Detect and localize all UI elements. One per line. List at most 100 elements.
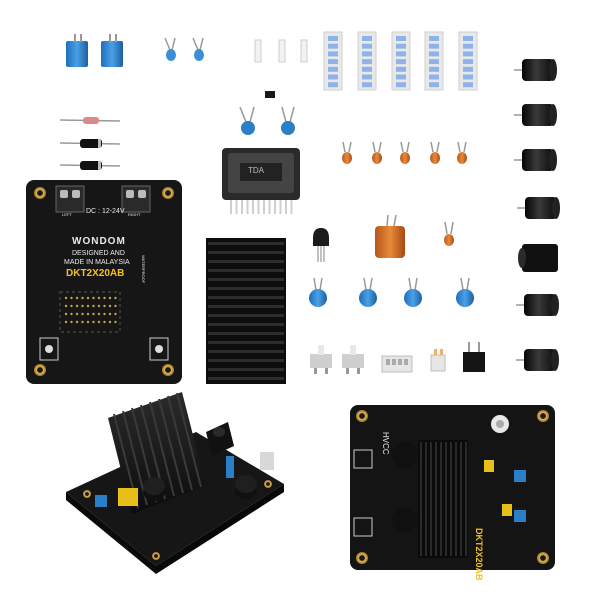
orange-ceramic-capacitor-4 <box>430 141 440 164</box>
pcb-pad <box>108 320 112 324</box>
orange-ceramic-capacitor-5 <box>457 141 467 164</box>
clear-led-3 <box>300 39 308 63</box>
heatsink-fin <box>149 401 175 497</box>
heatsink-fin <box>450 442 452 556</box>
heatsink-fin <box>176 392 202 488</box>
box-capacitor-1 <box>66 34 88 67</box>
amplifier-ic <box>222 148 300 214</box>
ic-pin <box>290 200 293 214</box>
electrolytic-capacitor-3 <box>514 149 557 171</box>
black-jumper-block <box>463 342 485 372</box>
heatsink-fin <box>208 341 284 344</box>
pcb-pad <box>70 320 73 324</box>
resistor-strip-group <box>323 31 478 91</box>
heatsink-fin <box>208 368 284 371</box>
heatsink-fin <box>208 296 284 299</box>
tact-switch-2 <box>342 345 364 374</box>
resistor-strip-2 <box>357 31 377 91</box>
pcb-pad <box>108 296 112 300</box>
pcb-pad <box>114 304 117 308</box>
resistor-strip-3 <box>391 31 411 91</box>
pcb-pad <box>81 296 84 300</box>
heatsink-fin <box>465 442 467 556</box>
audio-jack <box>518 244 558 272</box>
heatsink-fin <box>167 395 193 491</box>
silk-made-in: MADE IN MALAYSIA <box>64 259 130 266</box>
silk-model-back: DKT2X20AB <box>474 528 484 581</box>
silk-designed-and: DESIGNED AND <box>72 250 125 257</box>
pcb-pad <box>86 312 90 316</box>
electrolytic-capacitor-1 <box>514 59 557 81</box>
silk-left: LEFT <box>62 212 72 217</box>
disc-capacitor-pair <box>239 106 295 135</box>
electrolytic-capacitor-4 <box>517 197 560 219</box>
pcb-pad <box>92 304 95 308</box>
white-header-connector-5pin <box>381 355 413 373</box>
heatsink-fin <box>208 323 284 326</box>
pcb-pad <box>75 312 79 316</box>
brand-logo-text: WONDOM <box>72 236 126 247</box>
pcb-pad <box>97 296 101 300</box>
pcb-pad <box>108 304 112 308</box>
ic-marking: TDA <box>248 166 264 175</box>
pcb-pad <box>103 312 106 316</box>
pcb-pad <box>75 320 79 324</box>
electrolytic-capacitor-column <box>514 59 560 371</box>
pcb-pad <box>97 312 101 316</box>
ic-pin <box>246 200 249 214</box>
silk-right: RIGHT <box>128 212 141 217</box>
heatsink-fin <box>430 442 432 556</box>
orange-ceramic-capacitor-2 <box>372 141 382 164</box>
resistor-strip-5 <box>458 31 478 91</box>
heatsink-fin <box>208 278 284 281</box>
small-orange-capacitor <box>444 221 454 246</box>
pcb-pad <box>114 312 117 316</box>
pcb-pad <box>64 320 68 324</box>
pcb-pad <box>70 312 73 316</box>
heatsink-fin <box>208 350 284 353</box>
transistor <box>313 228 329 262</box>
pcb-pad <box>64 312 68 316</box>
pcb-pad <box>86 320 90 324</box>
heatsink-fin <box>440 442 442 556</box>
axial-resistor <box>59 117 121 124</box>
heatsink-fin <box>460 442 462 556</box>
pcb-pad <box>92 296 95 300</box>
pcb-pad <box>86 296 90 300</box>
silk-vcc: HVCC <box>381 432 390 455</box>
pcb-pad <box>81 320 84 324</box>
pcb-pad <box>81 312 84 316</box>
white-header-connector-2pin <box>430 349 446 372</box>
resistor-strip-1 <box>323 31 343 91</box>
heatsink-fin <box>208 260 284 263</box>
clear-led-1 <box>254 39 262 63</box>
silk-model-top: DKT2X20AB <box>66 268 125 279</box>
heatsink-fin <box>208 269 284 272</box>
pcb-pad <box>108 312 112 316</box>
heatsink-fin <box>208 314 284 317</box>
pcb-pad <box>103 320 106 324</box>
ic-pin <box>285 200 287 214</box>
film-capacitor-orange <box>375 214 405 258</box>
ic-pin <box>230 200 232 214</box>
pcb-pad <box>97 304 101 308</box>
pcb-top-view <box>26 180 182 384</box>
heatsink-fin <box>435 442 437 556</box>
pcb-pad <box>92 312 95 316</box>
ic-pin <box>241 200 243 214</box>
blue-disc-capacitor-3 <box>404 277 422 307</box>
heatsink-fin <box>425 442 427 556</box>
pcb-pad <box>81 304 84 308</box>
blue-disc-capacitor-row <box>309 277 474 307</box>
heatsink-fin <box>455 442 457 556</box>
pcb-pad <box>114 320 117 324</box>
heatsink-fin <box>122 410 148 506</box>
heatsink-fin <box>208 251 284 254</box>
electrolytic-capacitor-2 <box>514 104 557 126</box>
heatsink-fin <box>420 442 422 556</box>
heatsink-fin <box>208 377 284 380</box>
ic-pin <box>274 200 276 214</box>
small-ceramic-capacitor-1 <box>164 37 176 61</box>
box-capacitor-2 <box>101 34 123 67</box>
